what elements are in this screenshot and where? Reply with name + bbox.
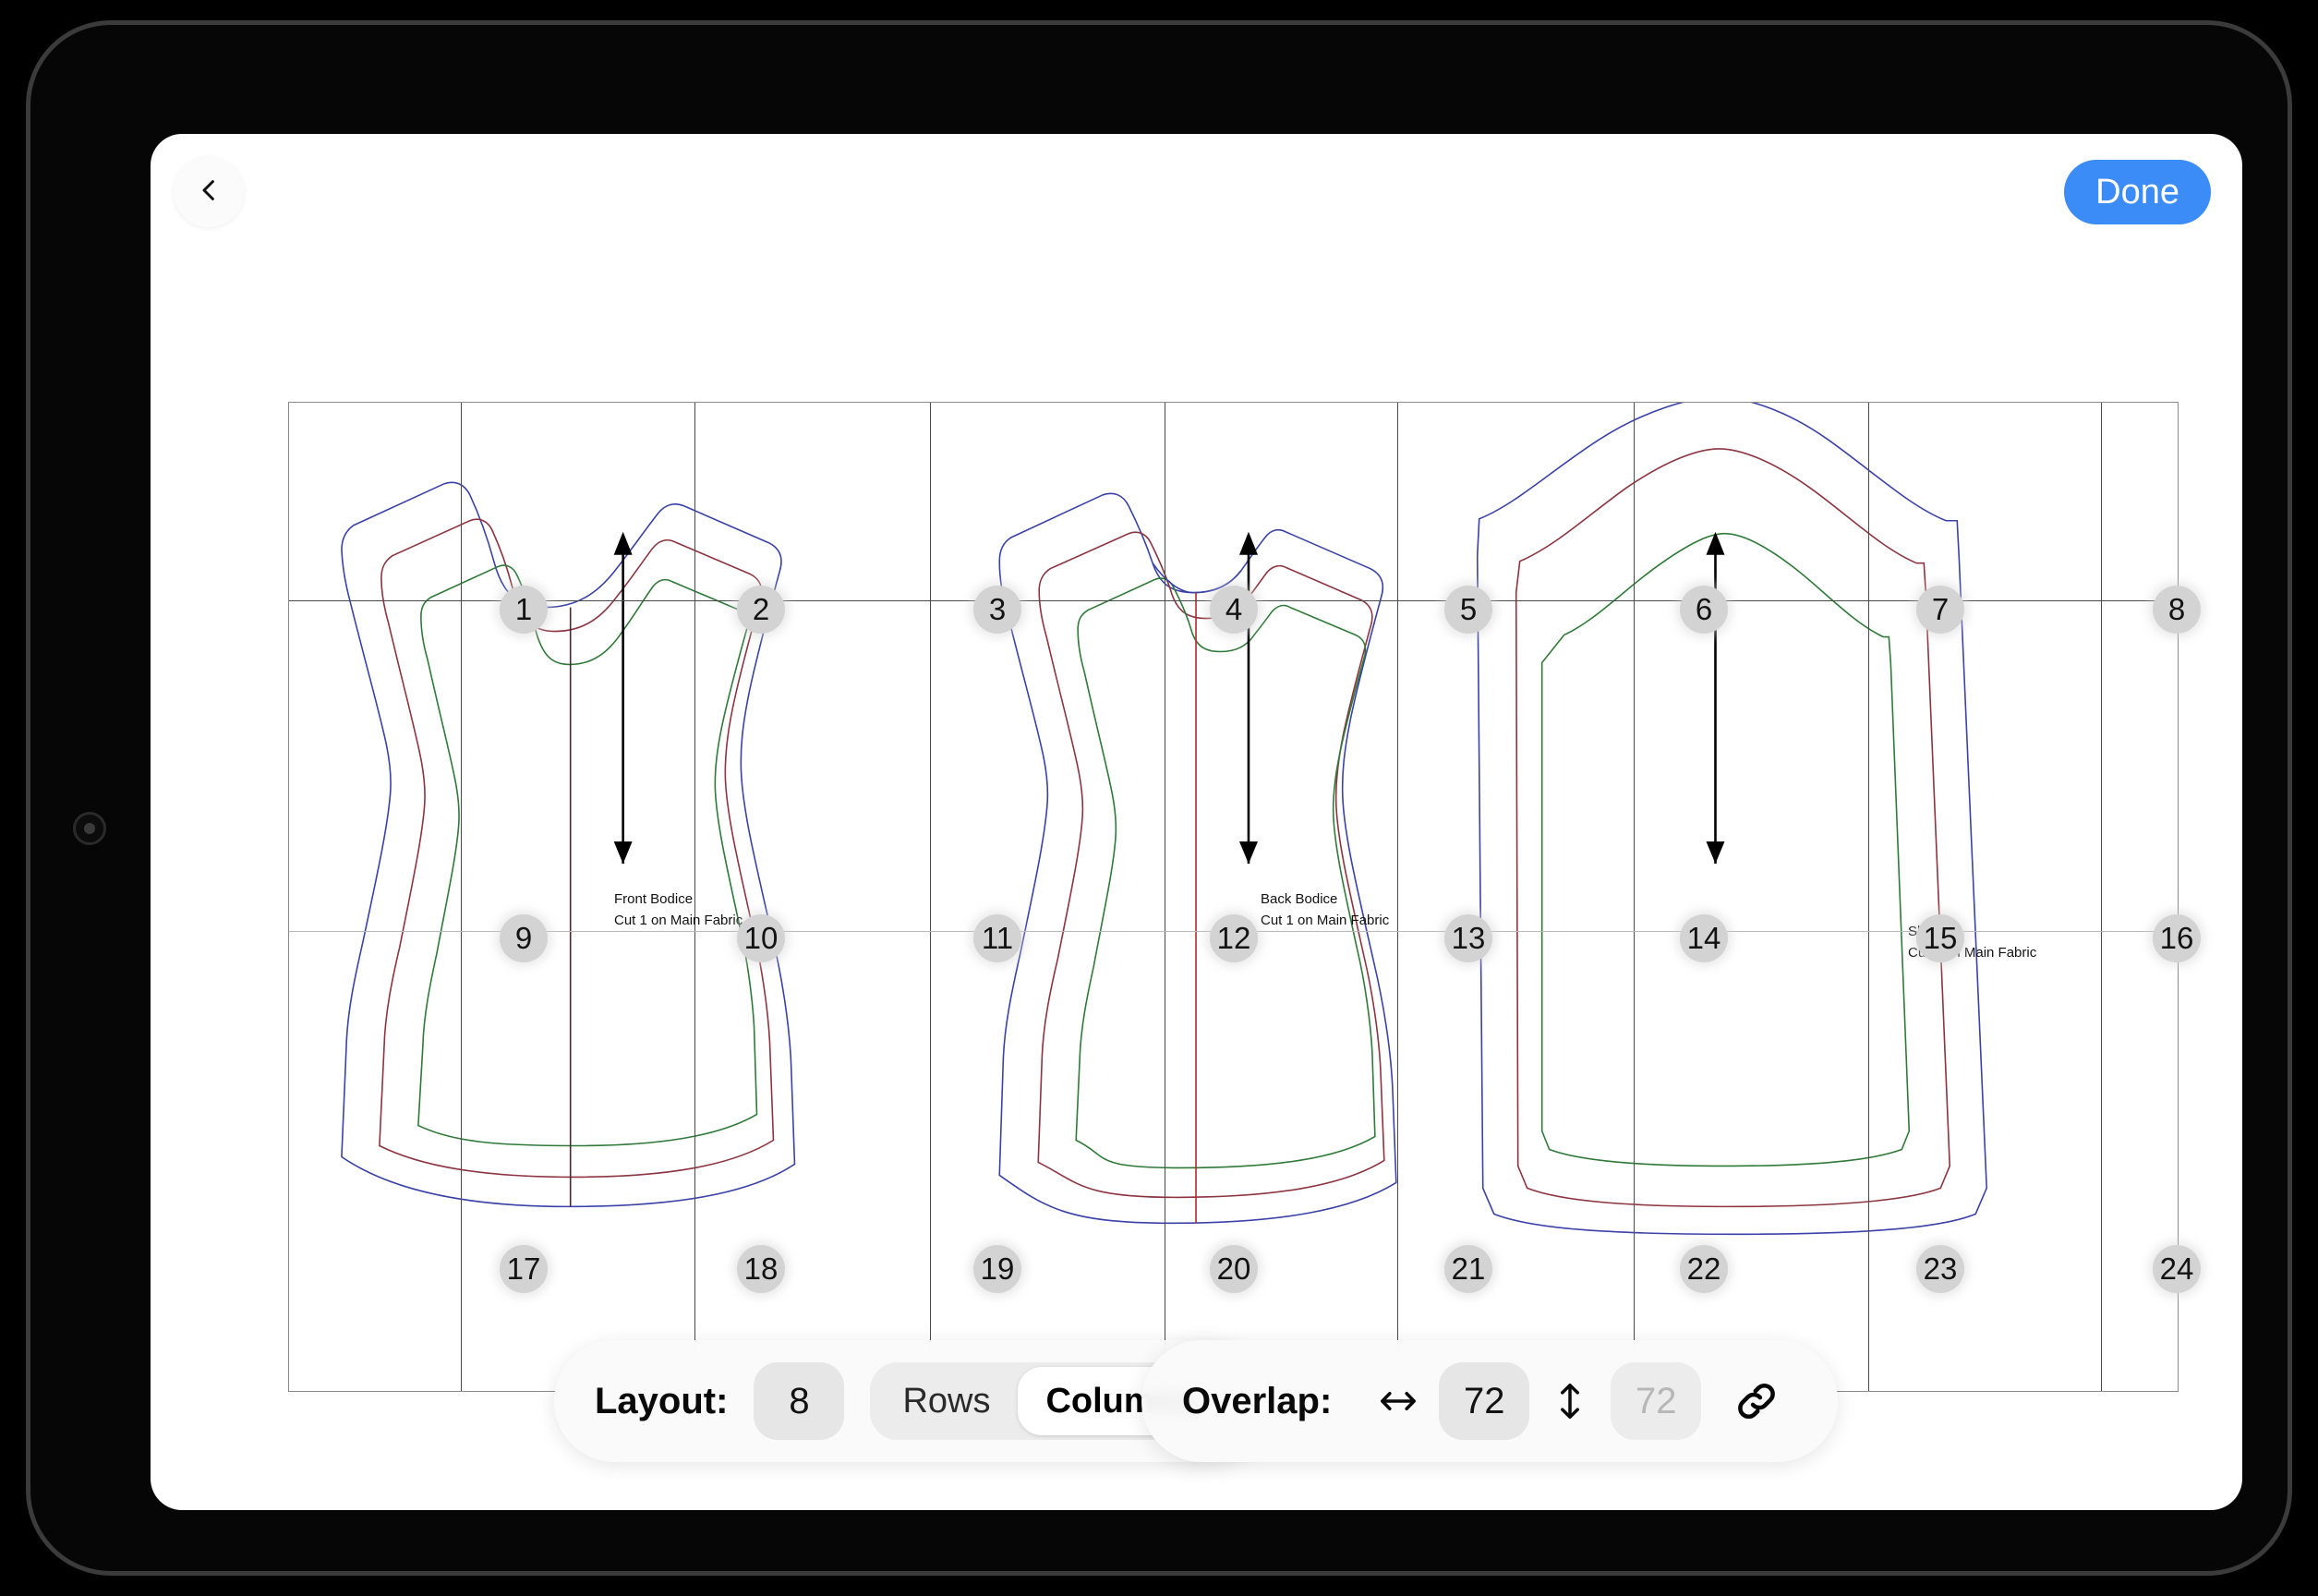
layout-label: Layout:: [595, 1380, 729, 1421]
tile-badge-12[interactable]: 12: [1210, 914, 1258, 962]
grid-line-vertical: [930, 403, 931, 1391]
piece-name: Front Bodice: [614, 891, 694, 907]
done-button[interactable]: Done: [2064, 160, 2211, 224]
tile-badge-24[interactable]: 24: [2153, 1245, 2201, 1293]
pattern-pieces-drawing: [341, 403, 1988, 1236]
tile-badge-6[interactable]: 6: [1680, 586, 1728, 634]
tile-badge-19[interactable]: 19: [973, 1245, 1021, 1293]
layout-toolbar: Layout: 8 Rows Columns: [554, 1340, 1270, 1462]
tile-badge-23[interactable]: 23: [1916, 1245, 1964, 1293]
tile-badge-15[interactable]: 15: [1916, 914, 1964, 962]
tile-badge-22[interactable]: 22: [1680, 1245, 1728, 1293]
tile-badge-5[interactable]: 5: [1444, 586, 1492, 634]
overlap-horizontal-input[interactable]: 72: [1439, 1362, 1530, 1440]
front-camera-icon: [73, 812, 106, 845]
grid-line-vertical: [694, 403, 695, 1391]
overlap-vertical-input[interactable]: 72: [1611, 1362, 1702, 1440]
grid-line-vertical: [461, 403, 462, 1391]
tile-badge-18[interactable]: 18: [737, 1245, 785, 1293]
app-window: Done: [151, 134, 2242, 1510]
link-icon[interactable]: [1732, 1377, 1781, 1425]
grid-line-vertical: [1868, 403, 1869, 1391]
tablet-device-frame: Done: [26, 20, 2292, 1576]
piece-name: Back Bodice: [1261, 891, 1338, 907]
tile-badge-9[interactable]: 9: [500, 914, 548, 962]
tile-badge-1[interactable]: 1: [500, 586, 548, 634]
tile-badge-16[interactable]: 16: [2153, 914, 2201, 962]
back-button[interactable]: [174, 157, 244, 227]
piece-cut-instruction: Cut 1 on Main Fabric: [614, 912, 743, 928]
tile-badge-21[interactable]: 21: [1444, 1245, 1492, 1293]
tile-badge-11[interactable]: 11: [973, 914, 1021, 962]
tile-badge-10[interactable]: 10: [737, 914, 785, 962]
grid-line-vertical: [1634, 403, 1635, 1391]
layout-count-input[interactable]: 8: [754, 1362, 845, 1440]
tile-badge-20[interactable]: 20: [1210, 1245, 1258, 1293]
piece-cut-instruction: Cut 1 on Main Fabric: [1261, 912, 1390, 928]
tile-badge-2[interactable]: 2: [737, 586, 785, 634]
tile-badge-14[interactable]: 14: [1680, 914, 1728, 962]
segment-rows[interactable]: Rows: [902, 1381, 991, 1421]
tile-badge-4[interactable]: 4: [1210, 586, 1258, 634]
grid-line-vertical: [1397, 403, 1398, 1391]
grid-line-vertical: [2101, 403, 2102, 1391]
tile-badge-17[interactable]: 17: [500, 1245, 548, 1293]
tile-badge-13[interactable]: 13: [1444, 914, 1492, 962]
tile-badge-7[interactable]: 7: [1916, 586, 1964, 634]
arrows-left-right-icon: [1374, 1377, 1422, 1425]
tile-badge-8[interactable]: 8: [2153, 586, 2201, 634]
tile-badge-3[interactable]: 3: [973, 586, 1021, 634]
arrows-up-down-icon: [1546, 1377, 1594, 1425]
overlap-label: Overlap:: [1182, 1380, 1333, 1421]
overlap-toolbar: Overlap: 72 72: [1141, 1340, 1839, 1462]
chevron-left-icon: [195, 176, 223, 209]
